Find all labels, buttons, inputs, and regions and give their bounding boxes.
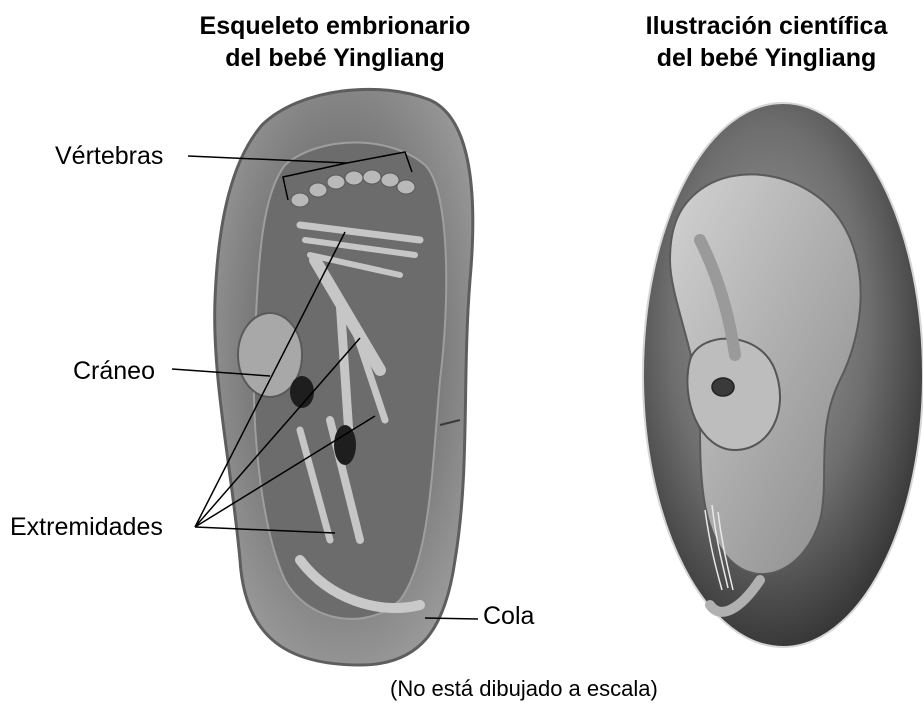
label-vertebras: Vértebras (55, 142, 163, 170)
fossil-orbit (290, 376, 314, 408)
label-craneo: Cráneo (73, 357, 155, 385)
illustration-title: Ilustración científica del bebé Yinglian… (610, 10, 923, 74)
illustration-eye (712, 378, 734, 396)
fossil-cavity (334, 425, 356, 465)
cola-leader (425, 618, 478, 619)
skeleton-title-line2: del bebé Yingliang (150, 42, 520, 74)
scale-caption: (No está dibujado a escala) (390, 676, 658, 702)
skeleton-title-line1: Esqueleto embrionario (150, 10, 520, 42)
illustrated-egg (643, 103, 923, 647)
fossil-egg (215, 89, 473, 665)
illustration-title-line2: del bebé Yingliang (610, 42, 923, 74)
label-extremidades: Extremidades (10, 513, 163, 541)
skeleton-title: Esqueleto embrionario del bebé Yingliang (150, 10, 520, 74)
illustration-title-line1: Ilustración científica (610, 10, 923, 42)
label-cola: Cola (483, 602, 534, 630)
